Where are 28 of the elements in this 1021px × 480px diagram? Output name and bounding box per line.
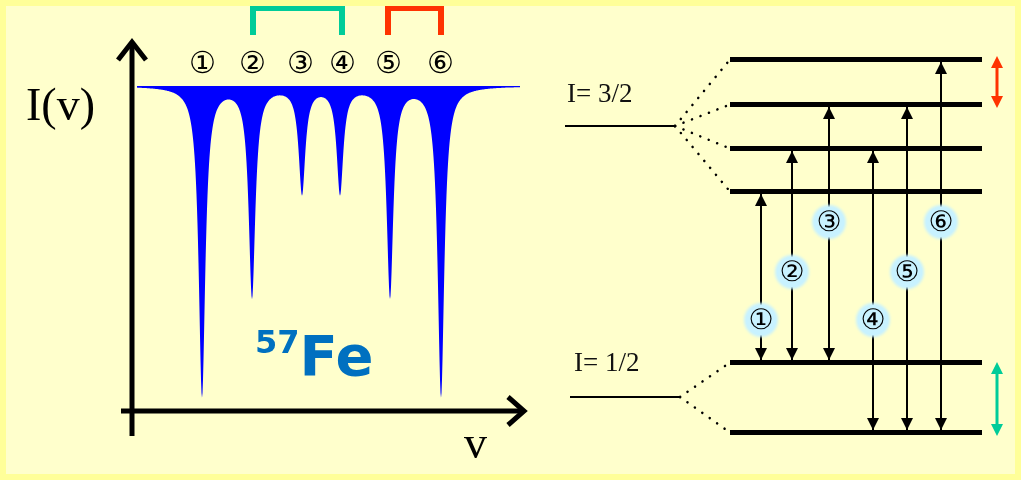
peak-number: ② [239,48,266,78]
edge-label: ④ [858,305,888,335]
axis-label: I(v) [26,82,95,128]
energy-level-bar [730,57,982,62]
spin-label: I= 1/2 [574,349,640,376]
energy-level-bar [730,360,982,365]
energy-level-bar [730,189,982,194]
axis-label: v [464,420,487,466]
peak-number: ⑤ [375,48,402,78]
isotope-label: $^{57}$Fe [255,328,374,384]
energy-level-bar [730,102,982,107]
transition-arrow [823,106,835,361]
edge-label: ⑤ [892,257,922,287]
edge-label: ③ [814,207,844,237]
peak-number: ④ [329,48,356,78]
dotted-line [673,124,732,193]
peak-number: ① [189,48,216,78]
peak-number: ③ [287,48,314,78]
transition-arrow [935,61,947,431]
edge-label: ① [746,305,776,335]
transition-arrow [867,150,879,431]
energy-level-bar [730,146,982,151]
spin-label: I= 3/2 [567,80,633,107]
peak-number: ⑥ [427,48,454,78]
energy-level-bar [730,430,982,435]
edge-label: ⑥ [926,207,956,237]
edge-label: ② [777,257,807,287]
transition-arrow [901,106,913,431]
